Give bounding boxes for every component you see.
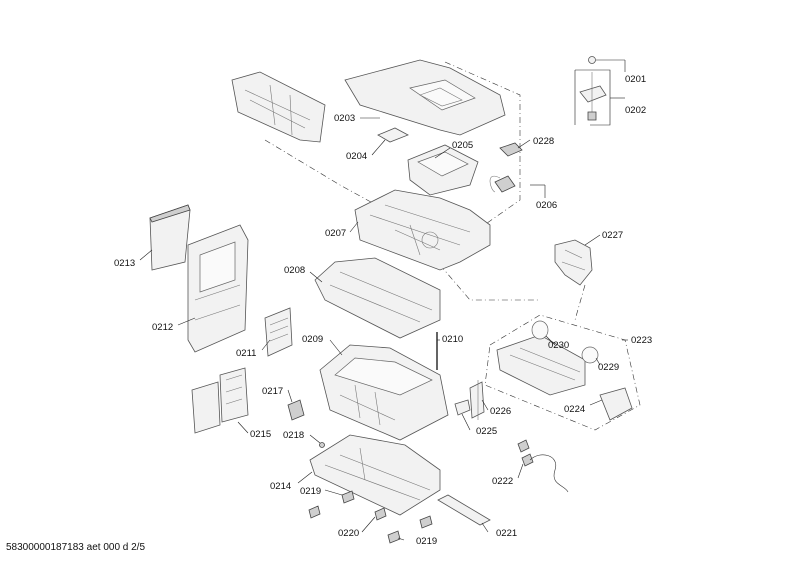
callout-0211: 0211 (236, 348, 256, 359)
callout-0225: 0225 (476, 426, 497, 437)
part-0213-panel (149, 204, 191, 271)
callout-0229: 0229 (598, 362, 619, 373)
part-control-board (231, 71, 326, 143)
part-0226-bracket (469, 380, 485, 420)
callout-0206: 0206 (536, 200, 557, 211)
part-0214-base (309, 434, 441, 516)
callout-0201: 0201 (625, 74, 646, 85)
callout-0205: 0205 (452, 140, 473, 151)
part-0228-clip (499, 142, 523, 157)
callout-0213: 0213 (114, 258, 135, 269)
callout-0203: 0203 (334, 113, 355, 124)
part-0223-assembly-box (484, 314, 641, 431)
leader-lines (139, 59, 628, 541)
callout-0202: 0202 (625, 105, 646, 116)
document-id-footer: 58300000187183 aet 000 d 2/5 (6, 542, 146, 553)
callout-0217: 0217 (262, 386, 283, 397)
callout-0210: 0210 (442, 334, 463, 345)
part-0212-side-frame (187, 224, 249, 353)
callout-0218: 0218 (283, 430, 304, 441)
callout-0204: 0204 (346, 151, 367, 162)
part-0222-cable (517, 439, 569, 493)
callout-0230: 0230 (548, 340, 569, 351)
part-0215-board (191, 367, 249, 434)
callout-0227: 0227 (602, 230, 623, 241)
part-0221-rail (437, 494, 491, 526)
part-0201-0202-assembly (574, 56, 611, 126)
part-0227-valve (554, 239, 593, 286)
callout-0224: 0224 (564, 404, 585, 415)
callout-0223: 0223 (631, 335, 652, 346)
part-0206-sensor (489, 175, 516, 193)
part-0209-drip-tray (319, 344, 449, 441)
part-0207-main-frame (354, 189, 491, 271)
part-0205-funnel (407, 144, 479, 196)
part-feet (308, 490, 433, 544)
callout-0207: 0207 (325, 228, 346, 239)
part-0211-fan-grid (264, 307, 293, 357)
callout-0214: 0214 (270, 481, 291, 492)
part-0225-block (454, 399, 471, 416)
callout-0215: 0215 (250, 429, 271, 440)
callout-0219-bottom: 0219 (416, 536, 437, 547)
callout-0219-top: 0219 (300, 486, 321, 497)
part-0217-0218 (287, 399, 325, 448)
part-0208-tray-frame (314, 257, 441, 339)
callout-0209: 0209 (302, 334, 323, 345)
callout-0221: 0221 (496, 528, 517, 539)
callout-0226: 0226 (490, 406, 511, 417)
callout-0212: 0212 (152, 322, 173, 333)
part-0204-plate (377, 127, 409, 143)
callout-0228: 0228 (533, 136, 554, 147)
callout-0220: 0220 (338, 528, 359, 539)
callout-labels: 0201 0202 0203 0204 0205 0206 0207 0208 … (114, 74, 652, 547)
callout-0222: 0222 (492, 476, 513, 487)
callout-0208: 0208 (284, 265, 305, 276)
part-0203-top-cover (344, 59, 506, 136)
